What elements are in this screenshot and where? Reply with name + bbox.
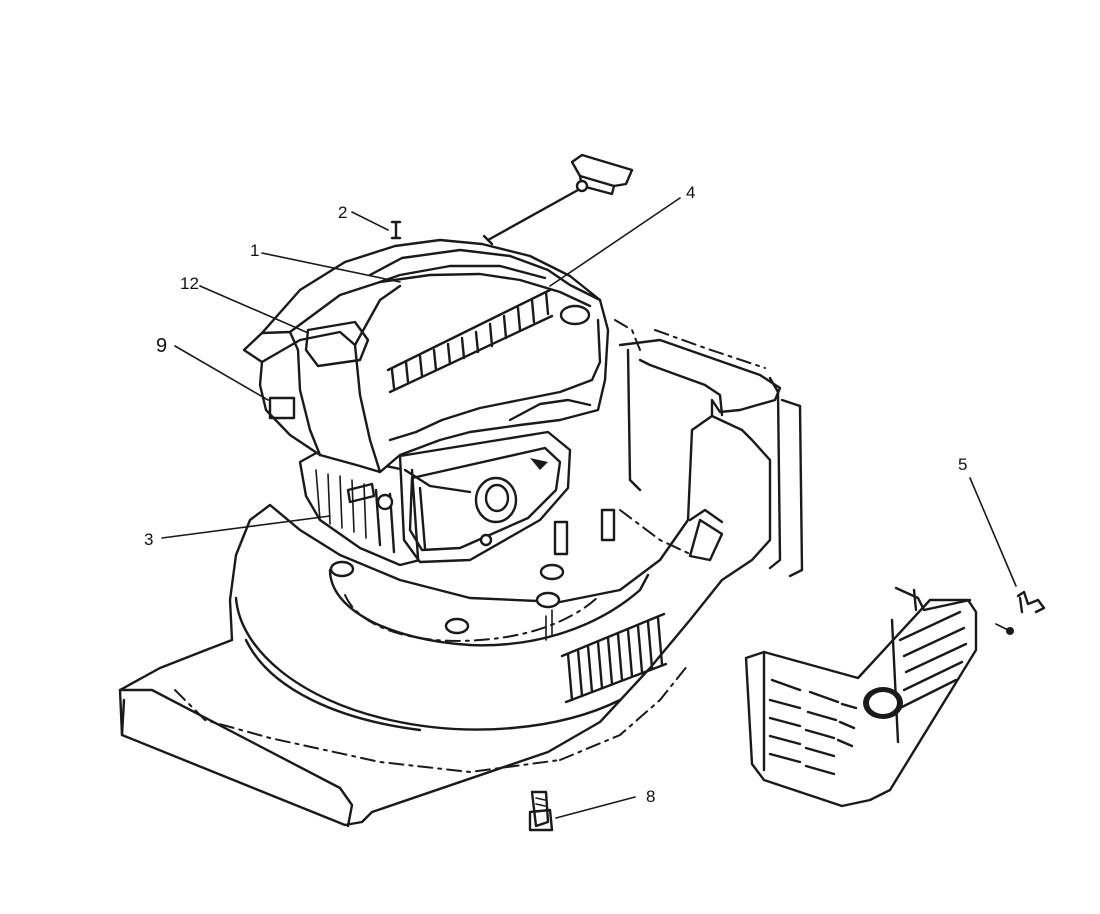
callout-1: 1 — [250, 241, 259, 260]
starter-handle — [482, 153, 634, 246]
shroud-pin — [390, 220, 402, 240]
rear-grass-deflector — [744, 586, 978, 808]
deck-bolt — [528, 790, 554, 832]
callout-9: 9 — [156, 335, 167, 357]
callout-numbers: 1 2 3 4 5 8 9 12 — [144, 183, 967, 806]
callout-5: 5 — [958, 455, 967, 474]
callout-2: 2 — [338, 203, 347, 222]
rear-handle-bracket — [614, 319, 804, 578]
engine-shroud — [242, 238, 610, 474]
mounting-studs — [329, 508, 616, 641]
callout-8: 8 — [646, 787, 655, 806]
mower-deck — [118, 319, 804, 828]
hinge-spring — [1016, 590, 1046, 614]
callout-3: 3 — [144, 530, 153, 549]
leader-lines — [161, 197, 1017, 819]
engine-assembly — [242, 238, 610, 567]
deck-vent-slots — [560, 612, 668, 704]
deflector-grill — [768, 610, 968, 776]
shroud-louvres — [386, 288, 554, 394]
callout-4: 4 — [686, 183, 695, 202]
muffler — [398, 430, 572, 564]
callout-12: 12 — [180, 274, 199, 293]
retaining-screw — [995, 623, 1014, 635]
